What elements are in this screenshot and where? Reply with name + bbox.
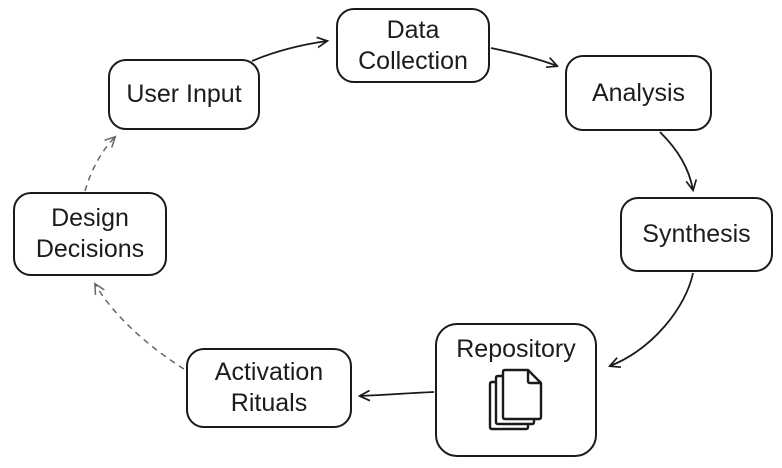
edge-user-input-to-data-collection (251, 41, 327, 62)
node-design-decisions: Design Decisions (13, 192, 167, 276)
documents-stack-icon (488, 368, 543, 431)
edge-analysis-to-synthesis (659, 131, 693, 190)
node-activation-rituals-label-line1: Activation (214, 358, 324, 386)
node-design-decisions-label-line2: Decisions (35, 235, 145, 263)
node-repository-label: Repository (456, 335, 576, 363)
edge-design-decisions-to-user-input (84, 137, 115, 192)
edge-synthesis-to-repository (610, 272, 694, 366)
node-data-collection-label-line1: Data (386, 15, 440, 44)
node-activation-rituals-label-line2: Rituals (230, 389, 308, 417)
node-data-collection: Data Collection (336, 8, 490, 83)
node-synthesis: Synthesis (620, 197, 773, 272)
node-design-decisions-label-line1: Design (51, 204, 129, 232)
node-activation-rituals: Activation Rituals (186, 348, 352, 428)
edge-data-collection-to-analysis (490, 47, 557, 66)
node-data-collection-label-line2: Collection (358, 46, 468, 75)
node-analysis: Analysis (565, 55, 712, 131)
edge-repository-to-activation-rituals (360, 392, 435, 396)
node-user-input-label: User Input (126, 80, 242, 108)
edge-activation-rituals-to-design-decisions (95, 284, 185, 370)
node-synthesis-label: Synthesis (642, 220, 751, 248)
node-analysis-label: Analysis (591, 78, 686, 107)
node-user-input: User Input (108, 59, 260, 130)
node-repository: Repository (435, 323, 597, 457)
